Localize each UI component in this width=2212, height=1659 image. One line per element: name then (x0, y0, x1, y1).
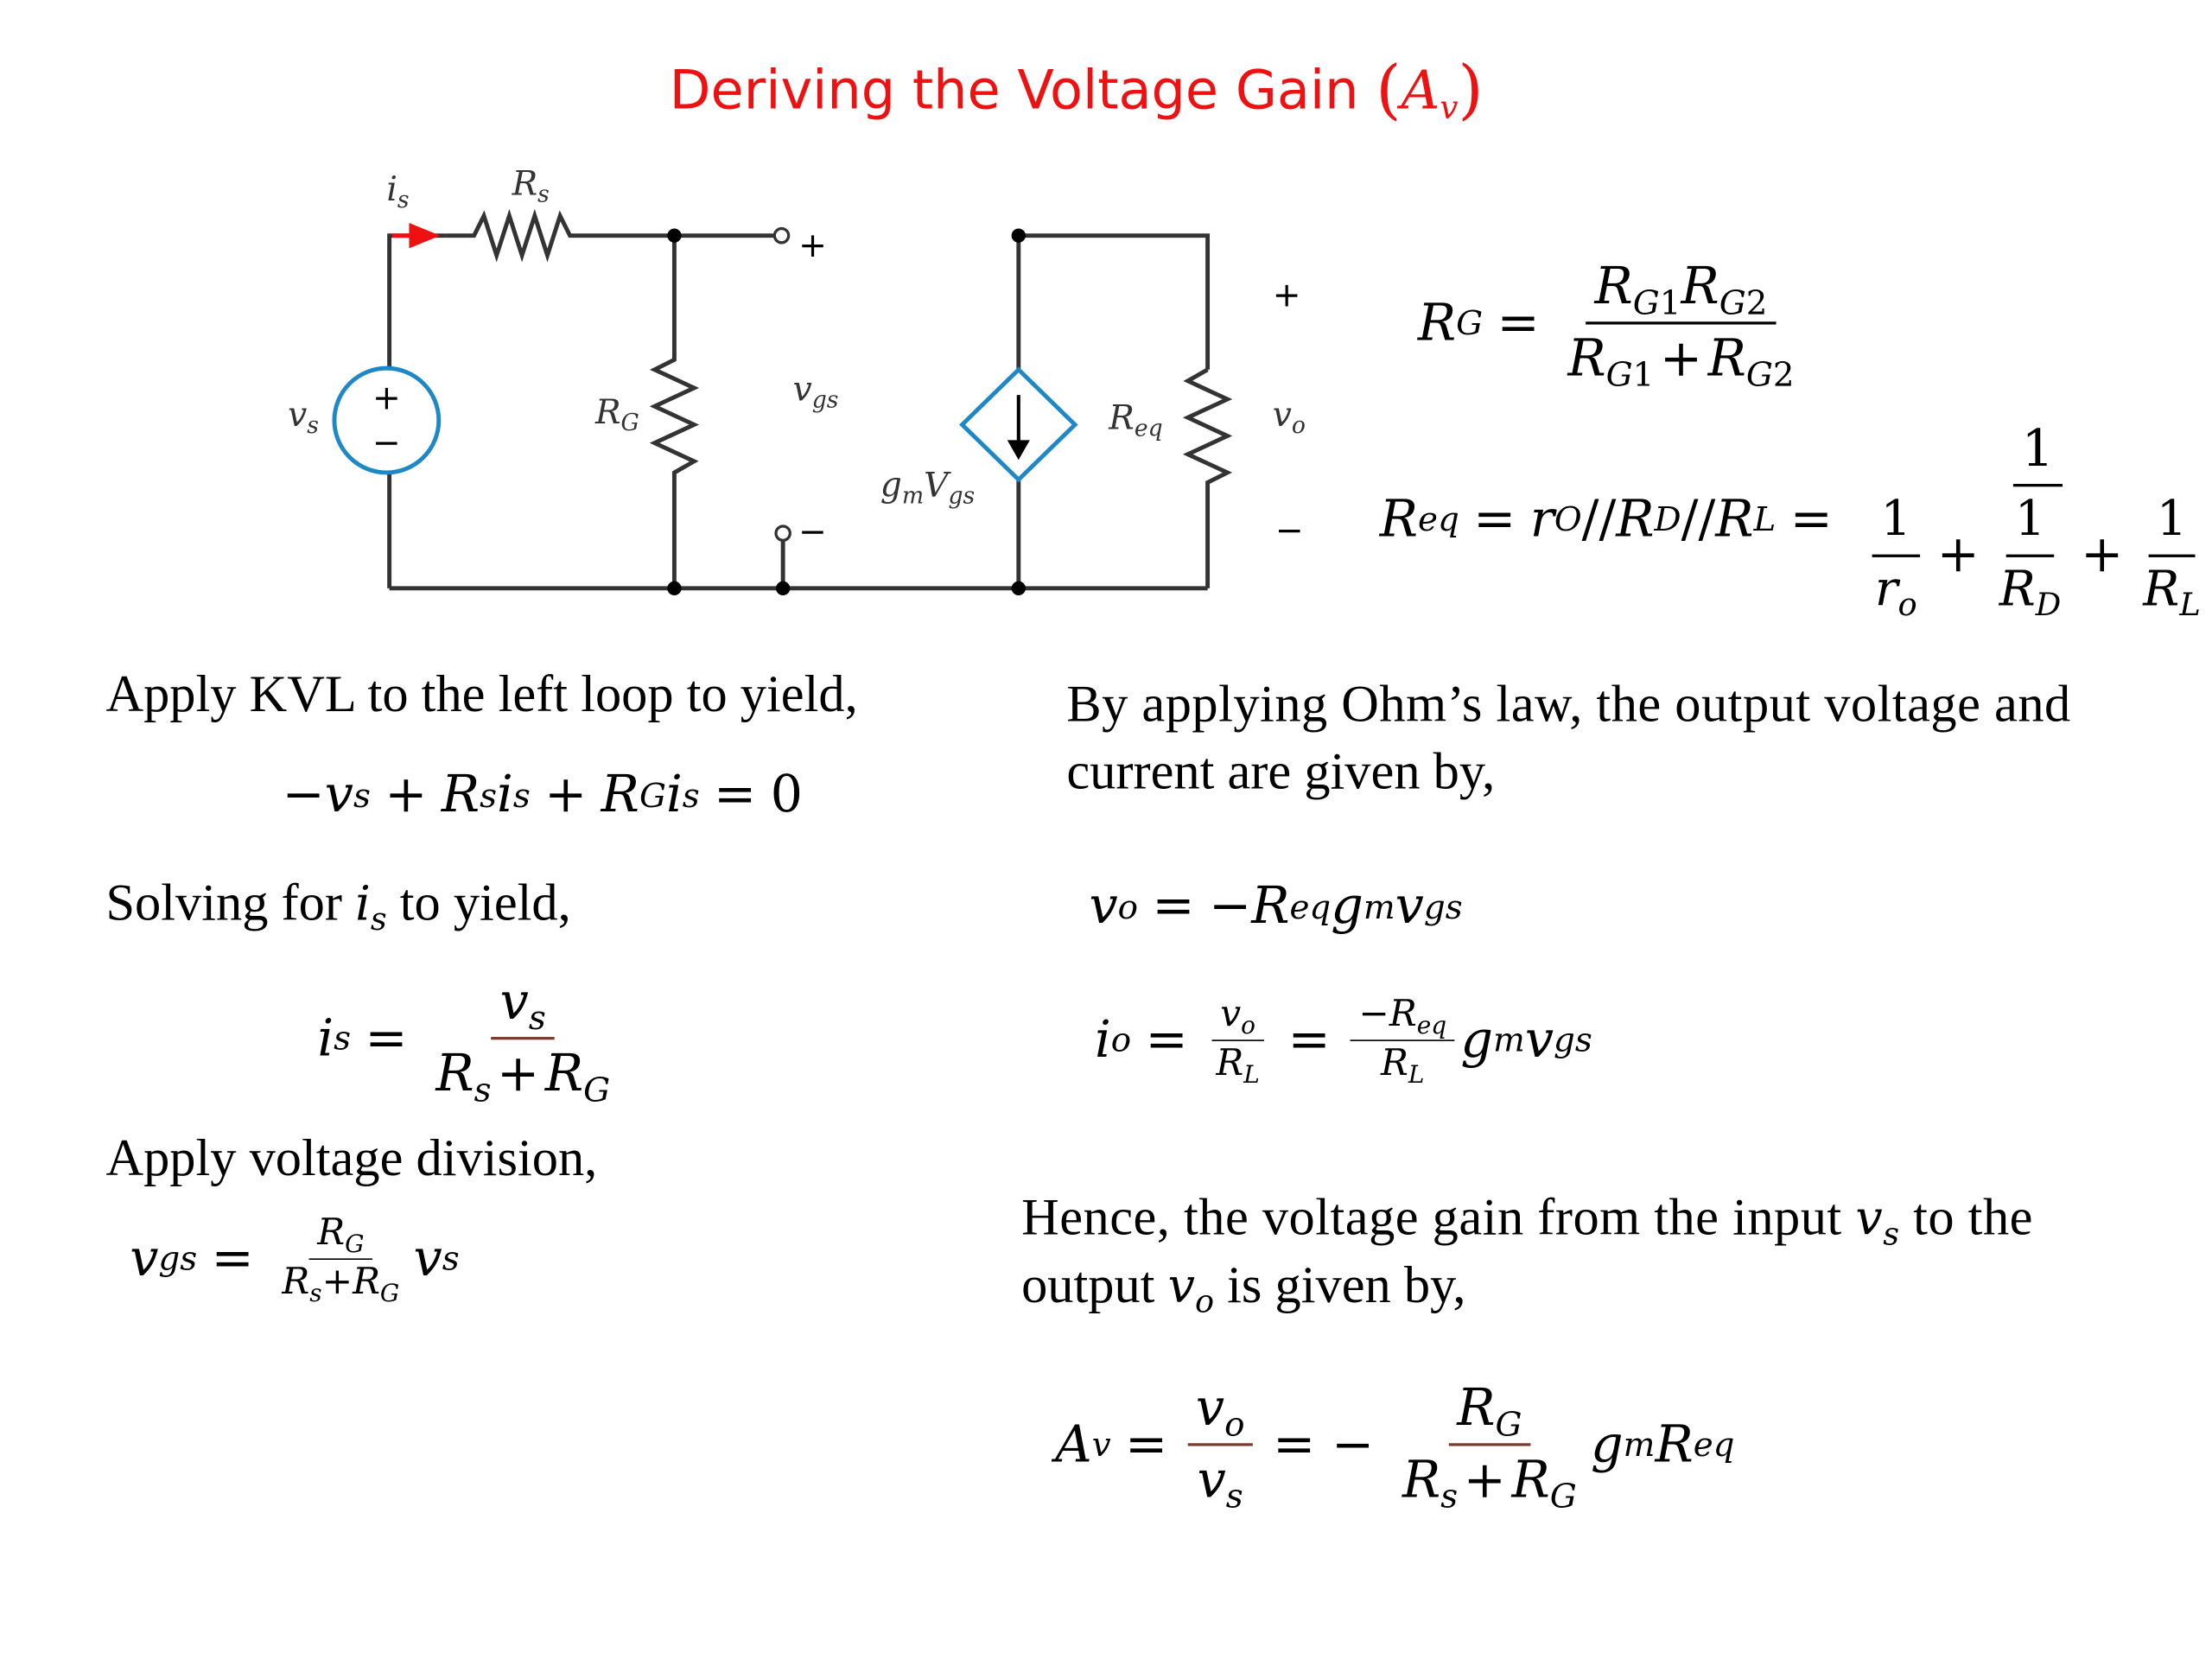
resistor-req (1182, 367, 1233, 588)
node-dot (1011, 581, 1026, 595)
text-hence-line1: Hence, the voltage gain from the input v… (1021, 1189, 2033, 1254)
voltage-source-icon (332, 365, 442, 475)
wire-right-top (1018, 233, 1211, 370)
resistor-rs (445, 208, 675, 263)
node-dot (1011, 228, 1026, 243)
node-dot (667, 228, 682, 243)
label-vo: vo (1272, 395, 1306, 439)
terminal-minus (774, 524, 791, 542)
text-ohm-line2: current are given by, (1066, 743, 1496, 802)
text-solving: Solving for is to yield, (105, 874, 571, 939)
terminal-plus (772, 226, 791, 245)
resistor-rg (649, 235, 700, 588)
source-plus: + (372, 378, 401, 418)
node-dot (667, 581, 682, 595)
input-plus: + (798, 226, 827, 265)
text-kvl: Apply KVL to the left loop to yield, (105, 665, 858, 724)
label-vgs: vgs (792, 369, 839, 414)
text-division: Apply voltage division, (105, 1129, 598, 1188)
title-text: Deriving the Voltage Gain (669, 59, 1359, 122)
input-minus: − (798, 512, 827, 552)
output-plus: + (1272, 275, 1301, 315)
text-ohm-line1: By applying Ohm’s law, the output voltag… (1066, 676, 2071, 734)
title-symbol: A (1401, 59, 1440, 122)
label-is: is (386, 168, 410, 213)
label-gm-vgs: gmVgs (880, 465, 976, 510)
source-minus: − (372, 423, 401, 463)
label-vs: vs (288, 395, 319, 439)
current-direction-arrow-head (1007, 440, 1030, 461)
slide-title: Deriving the Voltage Gain (Av) (669, 50, 1484, 127)
label-rg: RG (594, 391, 639, 436)
text-hence-line2: output vo is given by, (1021, 1256, 1466, 1321)
label-req: Req (1109, 397, 1163, 442)
output-minus: − (1274, 511, 1304, 550)
current-arrow-icon (409, 222, 441, 249)
node-dot (775, 581, 791, 595)
label-rs: Rs (512, 163, 550, 207)
